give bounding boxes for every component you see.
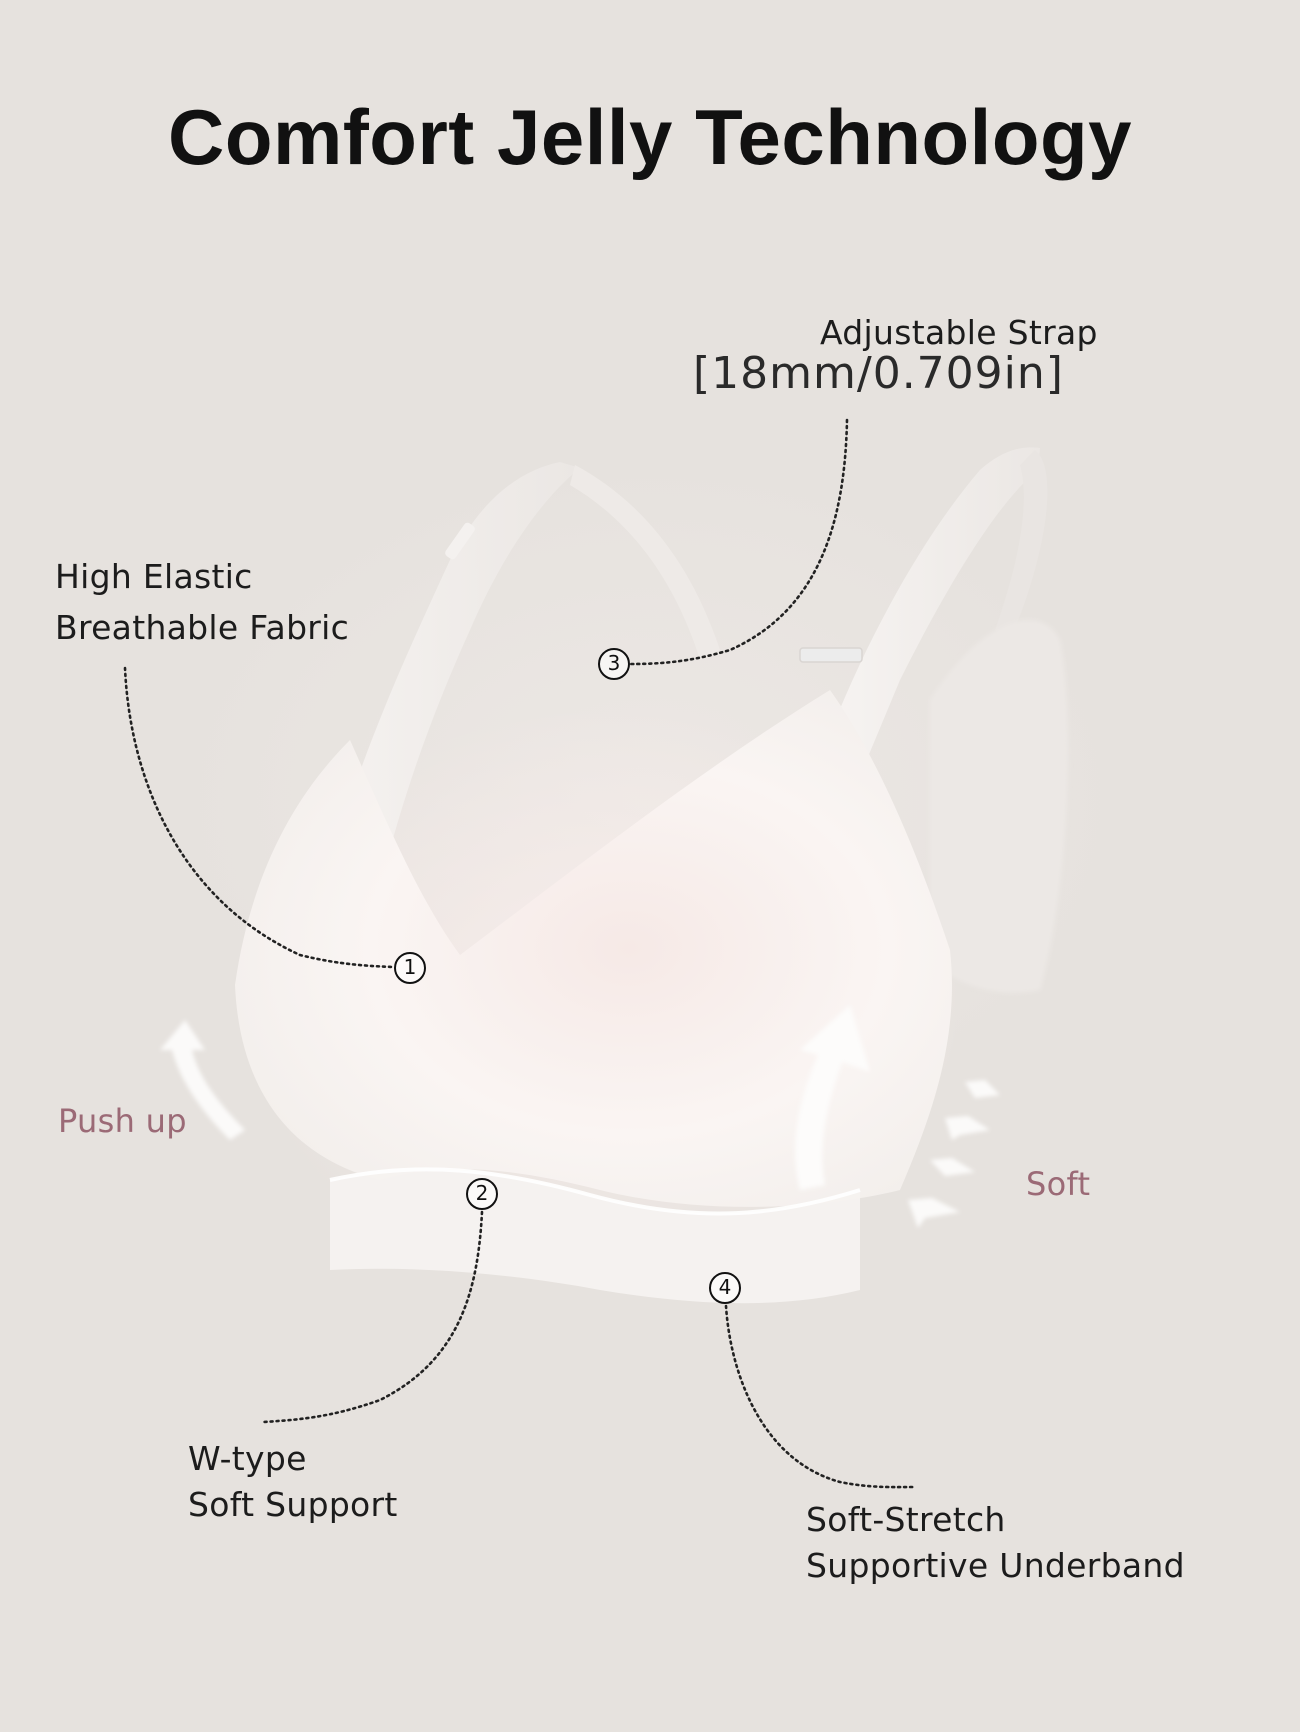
cup-body	[235, 690, 952, 1207]
leader-line-1	[123, 666, 395, 969]
callout-marker-4: 4	[709, 1272, 741, 1304]
w-type-label-line2: Soft Support	[188, 1485, 398, 1524]
leader-line-4	[724, 1304, 915, 1489]
push-up-label: Push up	[58, 1102, 187, 1140]
leader-line-3	[629, 418, 849, 666]
page-title: Comfort Jelly Technology	[168, 93, 1132, 181]
lift-arrow-icon	[795, 1005, 870, 1190]
callout-marker-1: 1	[394, 952, 426, 984]
fabric-label-line2: Breathable Fabric	[55, 608, 350, 647]
adjustable-strap-label: Adjustable Strap	[820, 313, 1098, 352]
push-up-arrow-icon	[160, 1020, 245, 1140]
right-strap	[799, 447, 1048, 800]
back-wing	[930, 620, 1069, 993]
soft-label: Soft	[1026, 1165, 1091, 1203]
underband-label-line1: Soft-Stretch	[806, 1500, 1006, 1539]
underband-label-line2: Supportive Underband	[806, 1546, 1185, 1585]
callout-marker-3: 3	[598, 648, 630, 680]
leader-lines	[123, 418, 915, 1489]
leader-line-2	[261, 1210, 484, 1424]
underband	[330, 1169, 860, 1304]
callout-marker-2: 2	[466, 1178, 498, 1210]
strap-width-label: [18mm/0.709in]	[693, 348, 1064, 399]
w-type-label-line1: W-type	[188, 1439, 307, 1478]
fabric-label-line1: High Elastic	[55, 557, 253, 596]
soft-arrows-icon	[908, 1080, 1000, 1228]
